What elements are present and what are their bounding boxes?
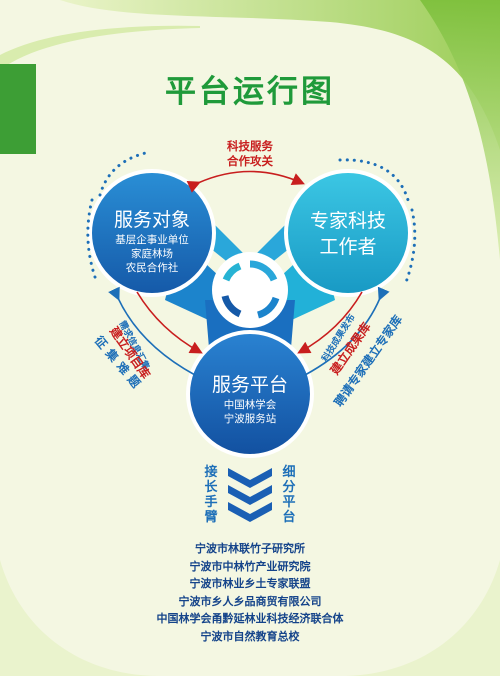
- bottom-circle: [186, 330, 314, 458]
- left-vertical-label: 接长手臂: [204, 465, 218, 525]
- top-label-line-2: 合作攻关: [227, 154, 273, 168]
- right-circle-title-1: 专家科技: [309, 210, 386, 232]
- bottom-circle-line-1: 中国林学会: [223, 399, 277, 411]
- organization-list: 宁波市林联竹子研究所 宁波市中林竹产业研究院 宁波市林业乡土专家联盟 宁波市乡人…: [0, 540, 500, 645]
- left-circle-line-2: 家庭林场: [131, 248, 173, 260]
- bottom-circle-title: 服务平台: [211, 374, 288, 396]
- left-red-arrow: [136, 291, 203, 354]
- left-circle-line-1: 基层企事业单位: [115, 234, 189, 246]
- organization-item: 宁波市林联竹子研究所: [195, 542, 305, 555]
- organization-item: 中国林学会甬黔延林业科技经济联合体: [156, 612, 344, 625]
- right-blue-arrow: [304, 286, 390, 376]
- bottom-circle-text: 服务平台 中国林学会 宁波服务站: [193, 372, 307, 426]
- top-label: 科技服务 合作攻关: [200, 139, 300, 169]
- cycle-icon: [221, 260, 280, 319]
- chevron-down-icon: [228, 468, 272, 522]
- right-vertical-label: 细分平台: [282, 465, 296, 525]
- organization-item: 宁波市中林竹产业研究院: [189, 559, 311, 573]
- right-circle-title-2: 工作者: [319, 236, 377, 258]
- top-double-arrow: [186, 170, 305, 193]
- organization-item: 宁波市自然教育总校: [200, 629, 300, 643]
- left-blue-arrow: [108, 286, 196, 376]
- left-dotted-arc: [98, 150, 152, 197]
- left-circle-title: 服务对象: [113, 209, 190, 231]
- left-green-bar: [0, 64, 36, 154]
- organization-item: 宁波市乡人乡品商贸有限公司: [178, 594, 322, 608]
- top-label-line-1: 科技服务: [227, 139, 273, 153]
- right-circle: [284, 169, 412, 297]
- left-circle-line-3: 农民合作社: [125, 262, 179, 274]
- left-circle-text: 服务对象 基层企事业单位 家庭林场 农民合作社: [95, 207, 209, 275]
- organization-item: 宁波市林业乡土专家联盟: [189, 577, 311, 590]
- right-dotted-arc: [338, 158, 410, 202]
- page-title: 平台运行图: [165, 74, 335, 110]
- right-red-arrow: [297, 291, 363, 354]
- bottom-circle-line-2: 宁波服务站: [223, 413, 277, 425]
- left-circle: [88, 169, 216, 297]
- right-circle-text: 专家科技 工作者: [291, 208, 405, 260]
